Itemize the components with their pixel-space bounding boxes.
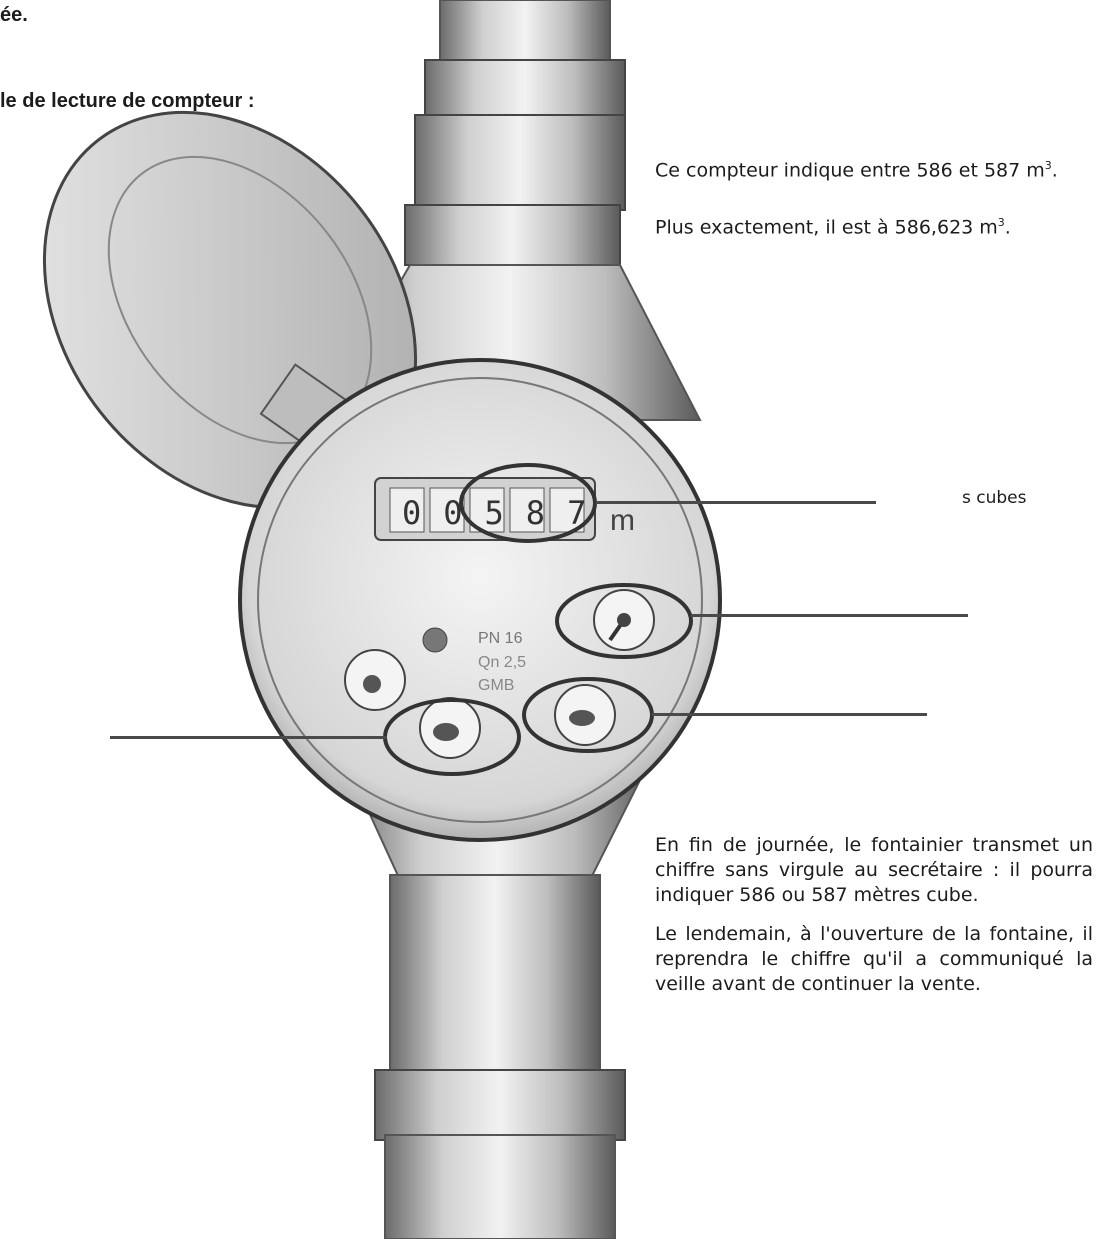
counter-unit: m (610, 504, 635, 537)
explanation-paragraph-1: En fin de journée, le fontainier transme… (655, 833, 1093, 908)
reading-line-1-text: Ce compteur indique entre 586 et 587 m (655, 159, 1045, 181)
reading-line-1-sup: 3 (1045, 159, 1052, 172)
counter-digits: 00587 (402, 494, 608, 532)
dial-left (345, 650, 405, 710)
label-cubes-fragment: s cubes (962, 485, 1027, 511)
face-text-qn: Qn 2,5 (478, 654, 526, 671)
dial-top-right (594, 590, 654, 650)
dial-bottom-right (555, 685, 615, 745)
explanation-block: En fin de journée, le fontainier transme… (655, 833, 1093, 1011)
explanation-paragraph-2: Le lendemain, à l'ouverture de la fontai… (655, 922, 1093, 997)
reading-line-1: Ce compteur indique entre 586 et 587 m3. (655, 152, 1095, 184)
face-text-pn: PN 16 (478, 630, 523, 647)
leader-line-dial-2 (652, 713, 927, 716)
reading-line-1-end: . (1052, 159, 1058, 181)
example-title: le de lecture de compteur : (0, 88, 255, 114)
dial-bottom-middle (420, 698, 480, 758)
leader-line-dial-1 (691, 614, 968, 617)
leader-line-dial-3 (110, 736, 387, 739)
header-fragment: ée. (0, 2, 28, 28)
reading-line-2-end: . (1005, 216, 1011, 238)
reading-line-2-sup: 3 (998, 216, 1005, 229)
reading-line-2-text: Plus exactement, il est à 586,623 m (655, 216, 998, 238)
meter-body: 00587 m PN 16 Qn 2,5 GMB (240, 360, 720, 840)
reading-line-2: Plus exactement, il est à 586,623 m3. (655, 210, 1095, 240)
leader-line-counter (596, 501, 876, 504)
face-text-gmb: GMB (478, 677, 514, 694)
